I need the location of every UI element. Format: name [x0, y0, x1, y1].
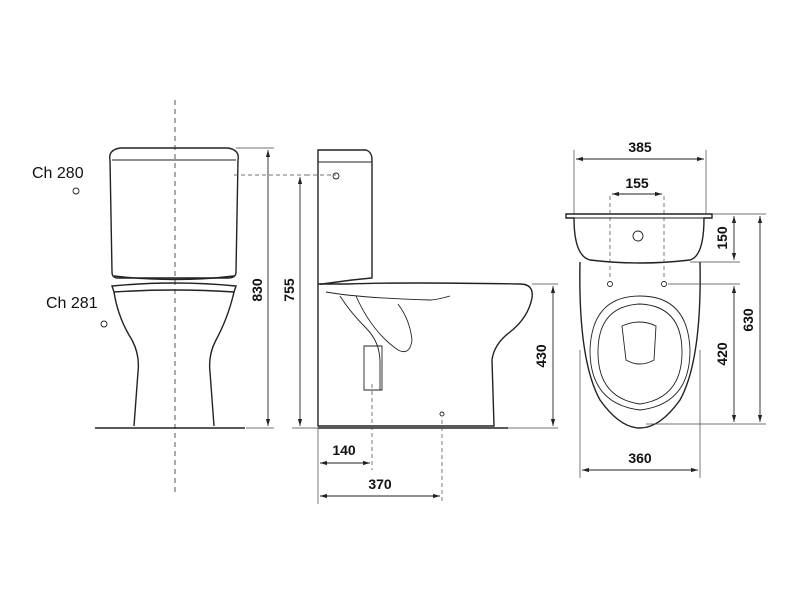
top-seat-outer: [589, 295, 691, 411]
dim-755-label: 755: [281, 278, 297, 302]
top-right-bolt-icon: [661, 281, 667, 287]
front-view: Ch 280 Ch 281 830: [32, 100, 274, 492]
side-floor-bolt-icon: [439, 411, 445, 417]
dim-140-label: 140: [332, 442, 356, 458]
top-bowl-opening: [621, 321, 657, 365]
front-pedestal: [113, 291, 235, 427]
ch281-hole-icon: [100, 320, 108, 328]
top-left-bolt-icon: [607, 281, 613, 287]
top-bowl: [579, 261, 701, 429]
dim-385-label: 385: [628, 139, 652, 155]
dim-370-label: 370: [368, 476, 392, 492]
top-seat-inner: [597, 303, 683, 405]
dim-155-label: 155: [625, 175, 649, 191]
dim-630-label: 630: [740, 308, 756, 332]
ch281-label: Ch 281: [46, 295, 98, 312]
side-button-icon: [332, 172, 340, 180]
side-seat: [325, 291, 451, 353]
front-cistern: [109, 147, 239, 279]
dim-830-label: 830: [249, 278, 265, 302]
dim-430-label: 430: [533, 344, 549, 368]
ch280-label: Ch 280: [32, 165, 84, 182]
side-view: 755 430 140 370: [234, 149, 558, 504]
top-view: 385 155 150 420 630 360: [565, 139, 766, 478]
top-flush-hole-icon: [632, 230, 644, 242]
top-cistern: [565, 213, 713, 264]
front-bowl-rim: [111, 282, 237, 293]
dim-420-label: 420: [714, 342, 730, 366]
side-cistern: [317, 149, 373, 285]
ch280-hole-icon: [72, 187, 80, 195]
front-cistern-base: [113, 275, 235, 281]
dim-360-label: 360: [628, 450, 652, 466]
dim-150-label: 150: [714, 226, 730, 250]
side-bowl: [317, 282, 533, 427]
